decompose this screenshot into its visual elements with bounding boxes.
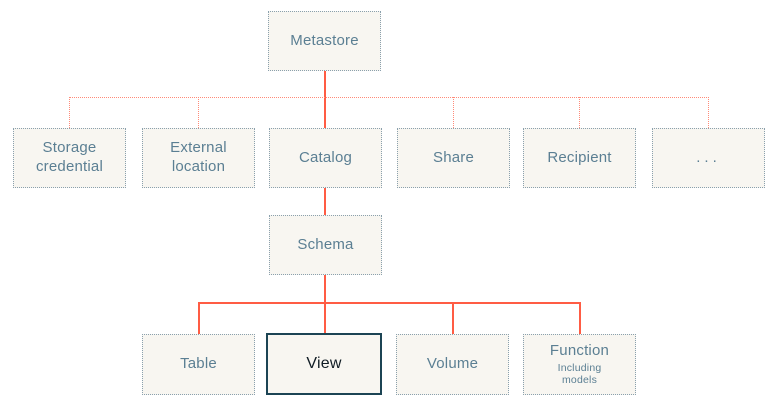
node-more: ... [652,128,765,188]
node-schema-label: Schema [297,235,354,253]
node-catalog: Catalog [269,128,382,188]
connector-level4-bus [198,302,580,304]
connector-drop-more [708,97,709,128]
connector-catalog-schema [324,188,326,215]
node-volume-label: Volume [426,355,479,373]
node-table: Table [142,334,255,395]
connector-metastore-catalog [324,70,326,128]
node-function-label: Function [549,342,610,360]
connector-schema-view [324,275,326,334]
connector-drop-function [579,302,581,334]
node-view-label: View [306,355,342,372]
connector-drop-table [198,302,200,334]
node-external-location: External location [142,128,255,188]
connector-drop-share [453,97,454,128]
node-share-label: Share [432,148,475,166]
node-table-label: Table [180,355,217,373]
connector-level2-bus [69,97,709,98]
node-recipient-label: Recipient [547,148,612,166]
node-storage-credential-label: Storage credential [35,139,104,175]
node-recipient: Recipient [523,128,636,188]
connector-drop-volume [452,302,454,334]
node-view: View [266,333,382,395]
connector-drop-recipient [579,97,580,128]
node-schema: Schema [269,215,382,275]
node-share: Share [397,128,510,188]
node-volume: Volume [396,334,509,395]
node-storage-credential: Storage credential [13,128,126,188]
node-more-label: ... [696,148,721,166]
connector-drop-storage-credential [69,97,70,128]
node-metastore: Metastore [268,11,381,71]
node-catalog-label: Catalog [298,148,353,166]
node-external-location-label: External location [170,139,227,175]
node-function: Function Including models [523,334,636,395]
node-function-sublabel: Including models [557,361,602,387]
node-metastore-label: Metastore [290,31,359,49]
connector-drop-external-location [198,97,199,128]
